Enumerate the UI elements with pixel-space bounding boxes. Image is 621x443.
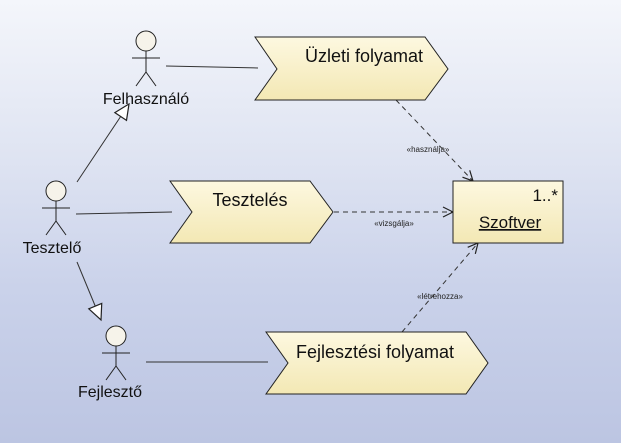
multiplicity-label: 1..* <box>532 186 558 205</box>
dependency-uzleti-szoftver <box>395 99 473 181</box>
class-szoftver[interactable]: 1..* Szoftver <box>452 180 564 244</box>
class-name: Szoftver <box>479 213 542 232</box>
generalization-tesztelo-fejleszto <box>76 261 103 322</box>
actor-tesztelo[interactable] <box>42 180 70 236</box>
stereotype-hasznalja: «használja» <box>407 145 450 154</box>
actor-felhasznalo[interactable] <box>132 30 160 87</box>
process-label: Üzleti folyamat <box>305 46 423 66</box>
process-fejlesztesi-folyamat[interactable]: Fejlesztési folyamat <box>265 331 489 395</box>
actor-fejleszto[interactable] <box>102 325 130 381</box>
stereotype-letrehozza: «létrehozza» <box>417 292 463 301</box>
stereotype-vizsgalja: «vizsgálja» <box>374 219 414 228</box>
association-tesztelo-teszteles <box>75 211 173 215</box>
dependency-fejlesztesi-szoftver <box>401 243 478 333</box>
process-uzleti-folyamat[interactable]: Üzleti folyamat <box>254 36 449 101</box>
actor-label-fejleszto: Fejlesztő <box>78 384 142 401</box>
association-felhasznalo-uzleti <box>165 65 259 69</box>
process-label: Fejlesztési folyamat <box>296 342 454 362</box>
actor-label-tesztelo: Tesztelő <box>23 240 82 257</box>
process-label: Tesztelés <box>212 190 287 210</box>
actor-label-felhasznalo: Felhasználó <box>103 91 189 108</box>
process-teszteles[interactable]: Tesztelés <box>169 180 334 244</box>
generalization-tesztelo-felhasznalo <box>76 102 130 183</box>
